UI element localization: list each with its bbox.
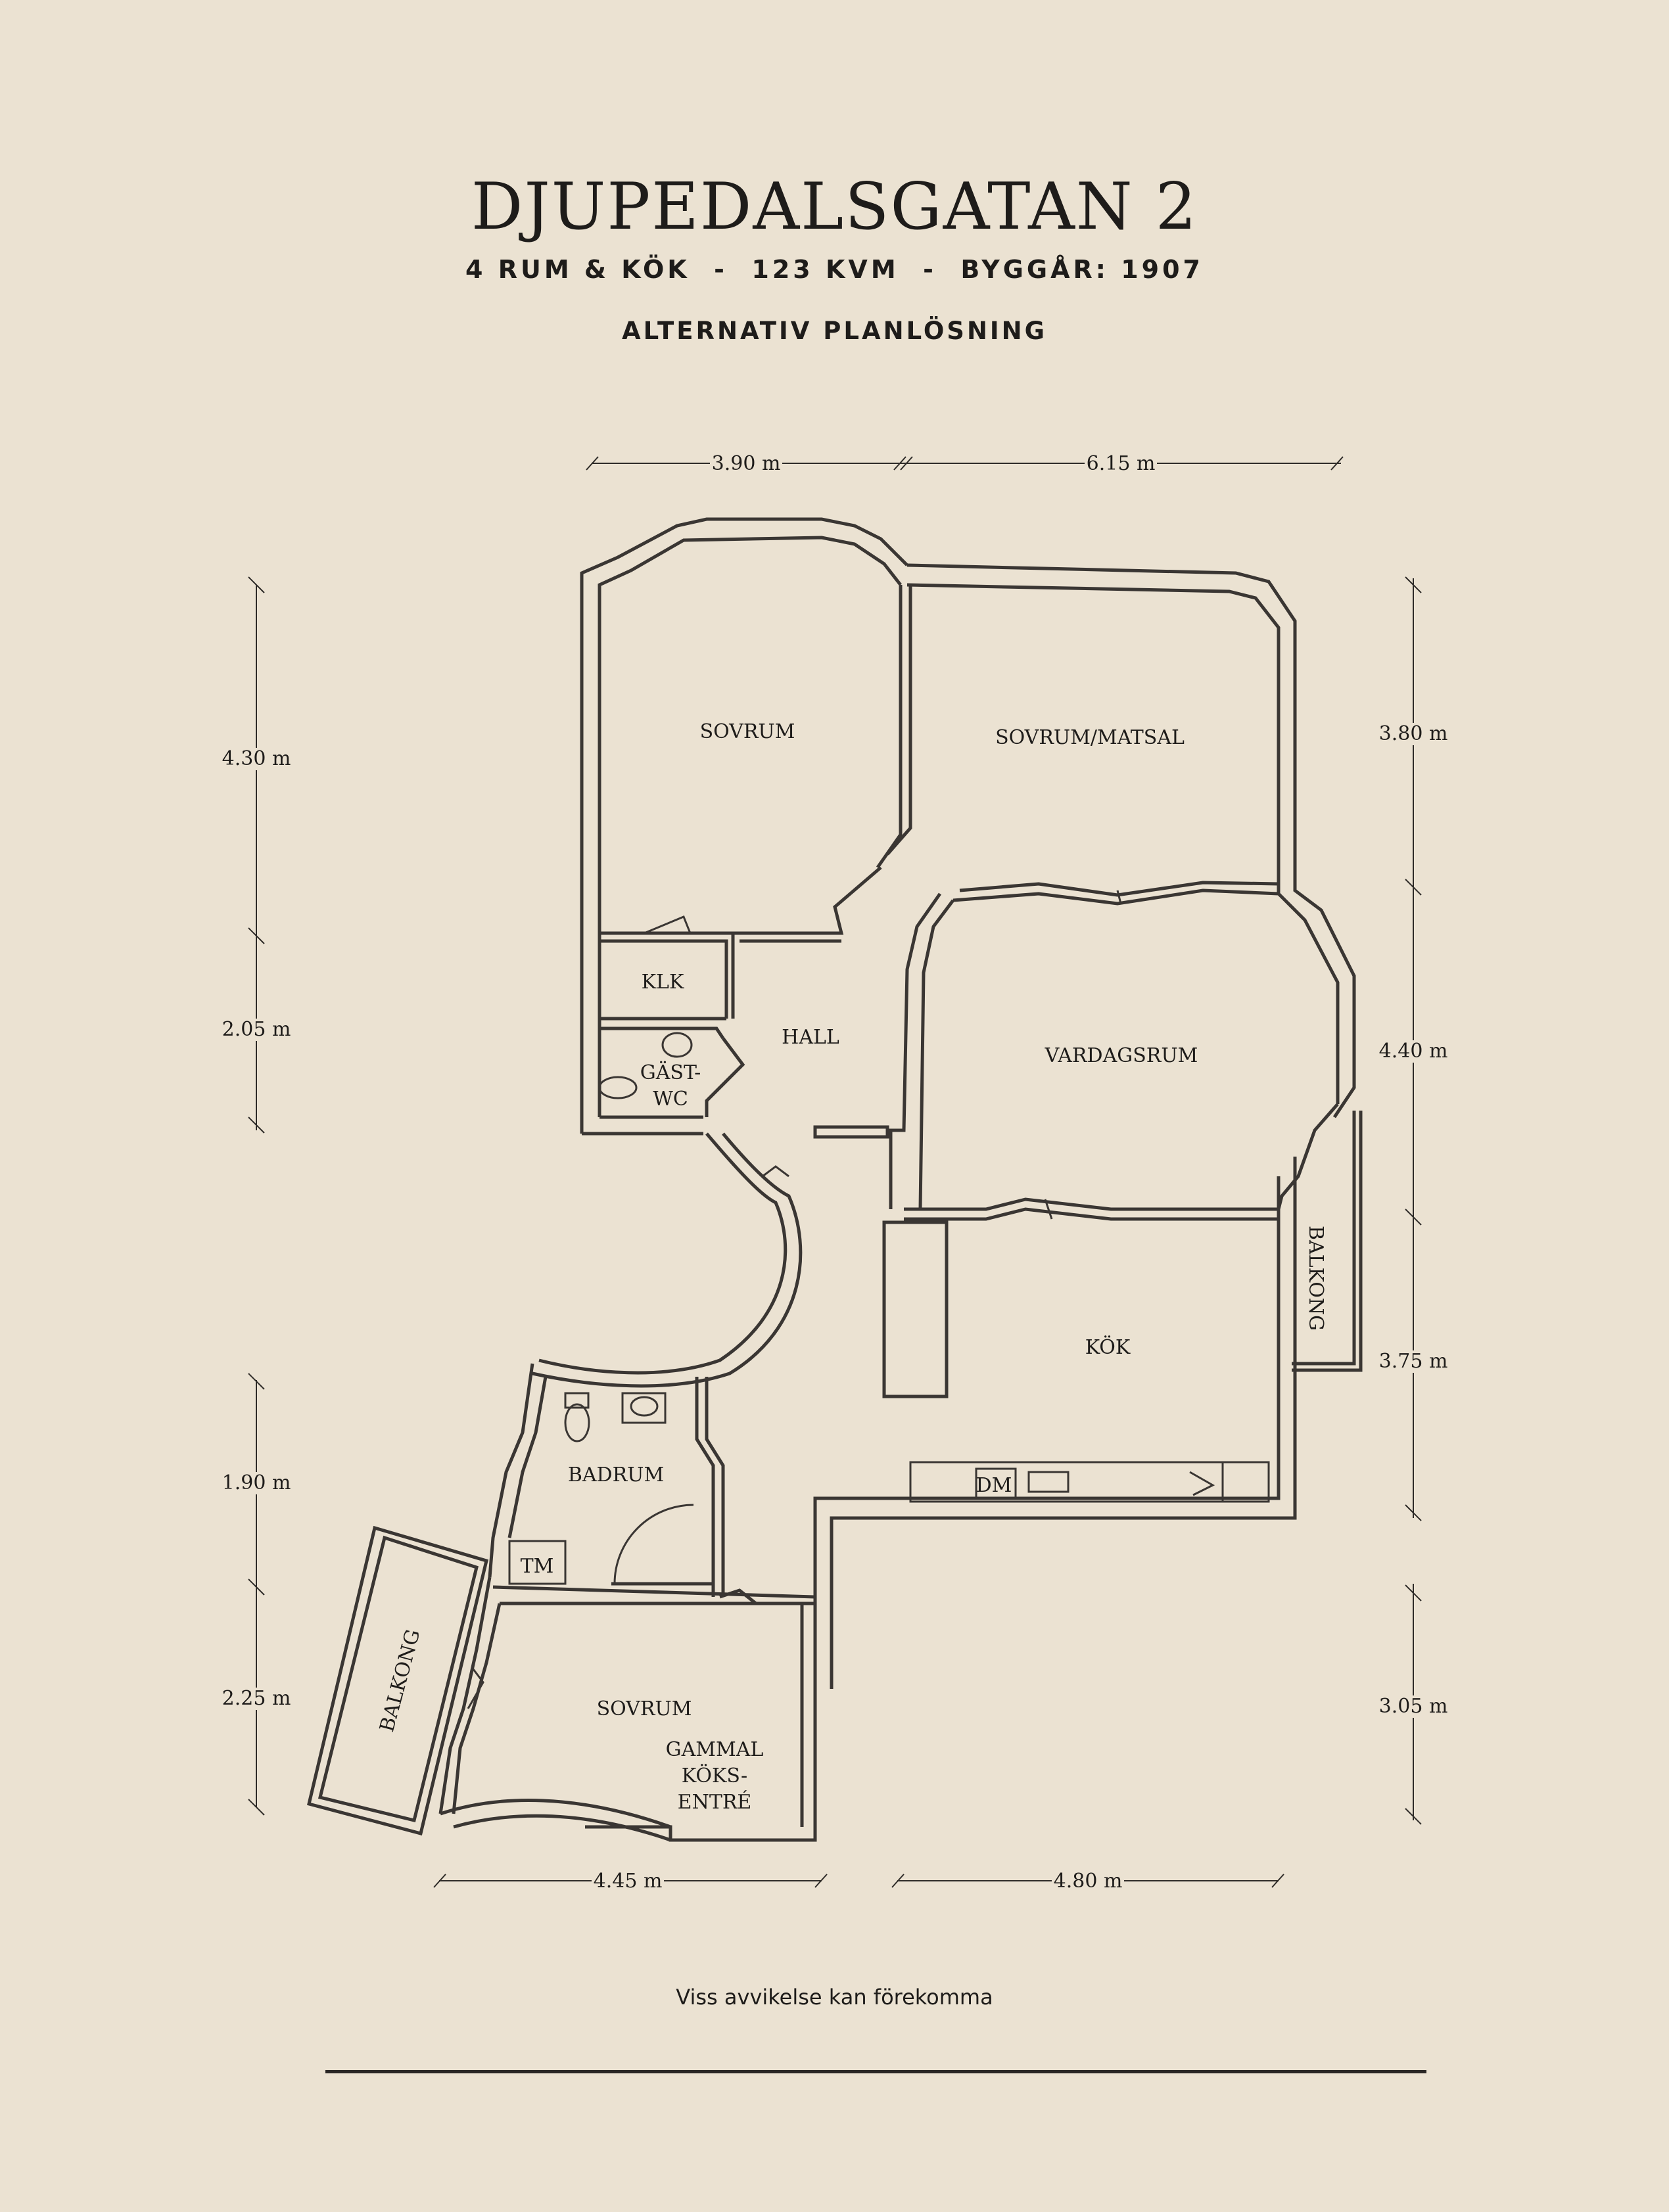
room-gast-wc-line1: GÄST- <box>640 1061 701 1084</box>
dim-bottom-right: 4.80 m <box>1054 1870 1123 1893</box>
room-gammal-koksentre-line2: KÖKS- <box>682 1764 747 1787</box>
dim-left-2: 2.05 m <box>222 1018 291 1041</box>
dim-right-1: 3.80 m <box>1379 722 1448 745</box>
dim-left-1: 4.30 m <box>222 747 291 770</box>
dim-top-right: 6.15 m <box>1087 452 1156 475</box>
dim-right-4: 3.05 m <box>1379 1695 1448 1718</box>
dim-right-2: 4.40 m <box>1379 1040 1448 1063</box>
room-klk: KLK <box>642 971 684 994</box>
dim-left-4: 2.25 m <box>222 1687 291 1710</box>
room-kok: KÖK <box>1085 1335 1131 1359</box>
dimension-label-backgrounds <box>217 452 1453 1892</box>
room-dm: DM <box>976 1474 1012 1497</box>
room-badrum: BADRUM <box>568 1463 664 1486</box>
room-sovrum-upper: SOVRUM <box>700 720 795 743</box>
room-balkong-right: BALKONG <box>1304 1226 1327 1331</box>
walls <box>307 517 1363 1842</box>
page-title: DJUPEDALSGATAN 2 <box>471 170 1198 244</box>
room-gast-wc-line2: WC <box>653 1088 688 1111</box>
disclaimer-note: Viss avvikelse kan förekomma <box>676 1985 993 2010</box>
room-gammal-koksentre-line1: GAMMAL <box>666 1738 764 1761</box>
room-balkong-left: BALKONG <box>375 1627 425 1735</box>
dimension-lines <box>248 456 1422 1888</box>
room-tm: TM <box>521 1555 554 1578</box>
room-sovrum-lower: SOVRUM <box>597 1697 692 1720</box>
dim-left-3: 1.90 m <box>222 1471 291 1494</box>
dim-top-left: 3.90 m <box>712 452 781 475</box>
room-sovrum-matsal: SOVRUM/MATSAL <box>995 726 1185 749</box>
room-hall: HALL <box>782 1026 839 1049</box>
dim-right-3: 3.75 m <box>1379 1350 1448 1373</box>
room-vardagsrum: VARDAGSRUM <box>1045 1044 1198 1067</box>
dim-bottom-left: 4.45 m <box>594 1870 663 1893</box>
room-gammal-koksentre-line3: ENTRÉ <box>678 1790 752 1814</box>
plan-type-label: ALTERNATIV PLANLÖSNING <box>621 317 1048 345</box>
footer-divider <box>325 2070 1426 2073</box>
dimension-labels: 3.90 m 6.15 m 4.30 m 2.05 m 1.90 m 2.25 … <box>222 452 1448 1893</box>
property-summary: 4 RUM & KÖK - 123 KVM - BYGGÅR: 1907 <box>465 255 1204 284</box>
